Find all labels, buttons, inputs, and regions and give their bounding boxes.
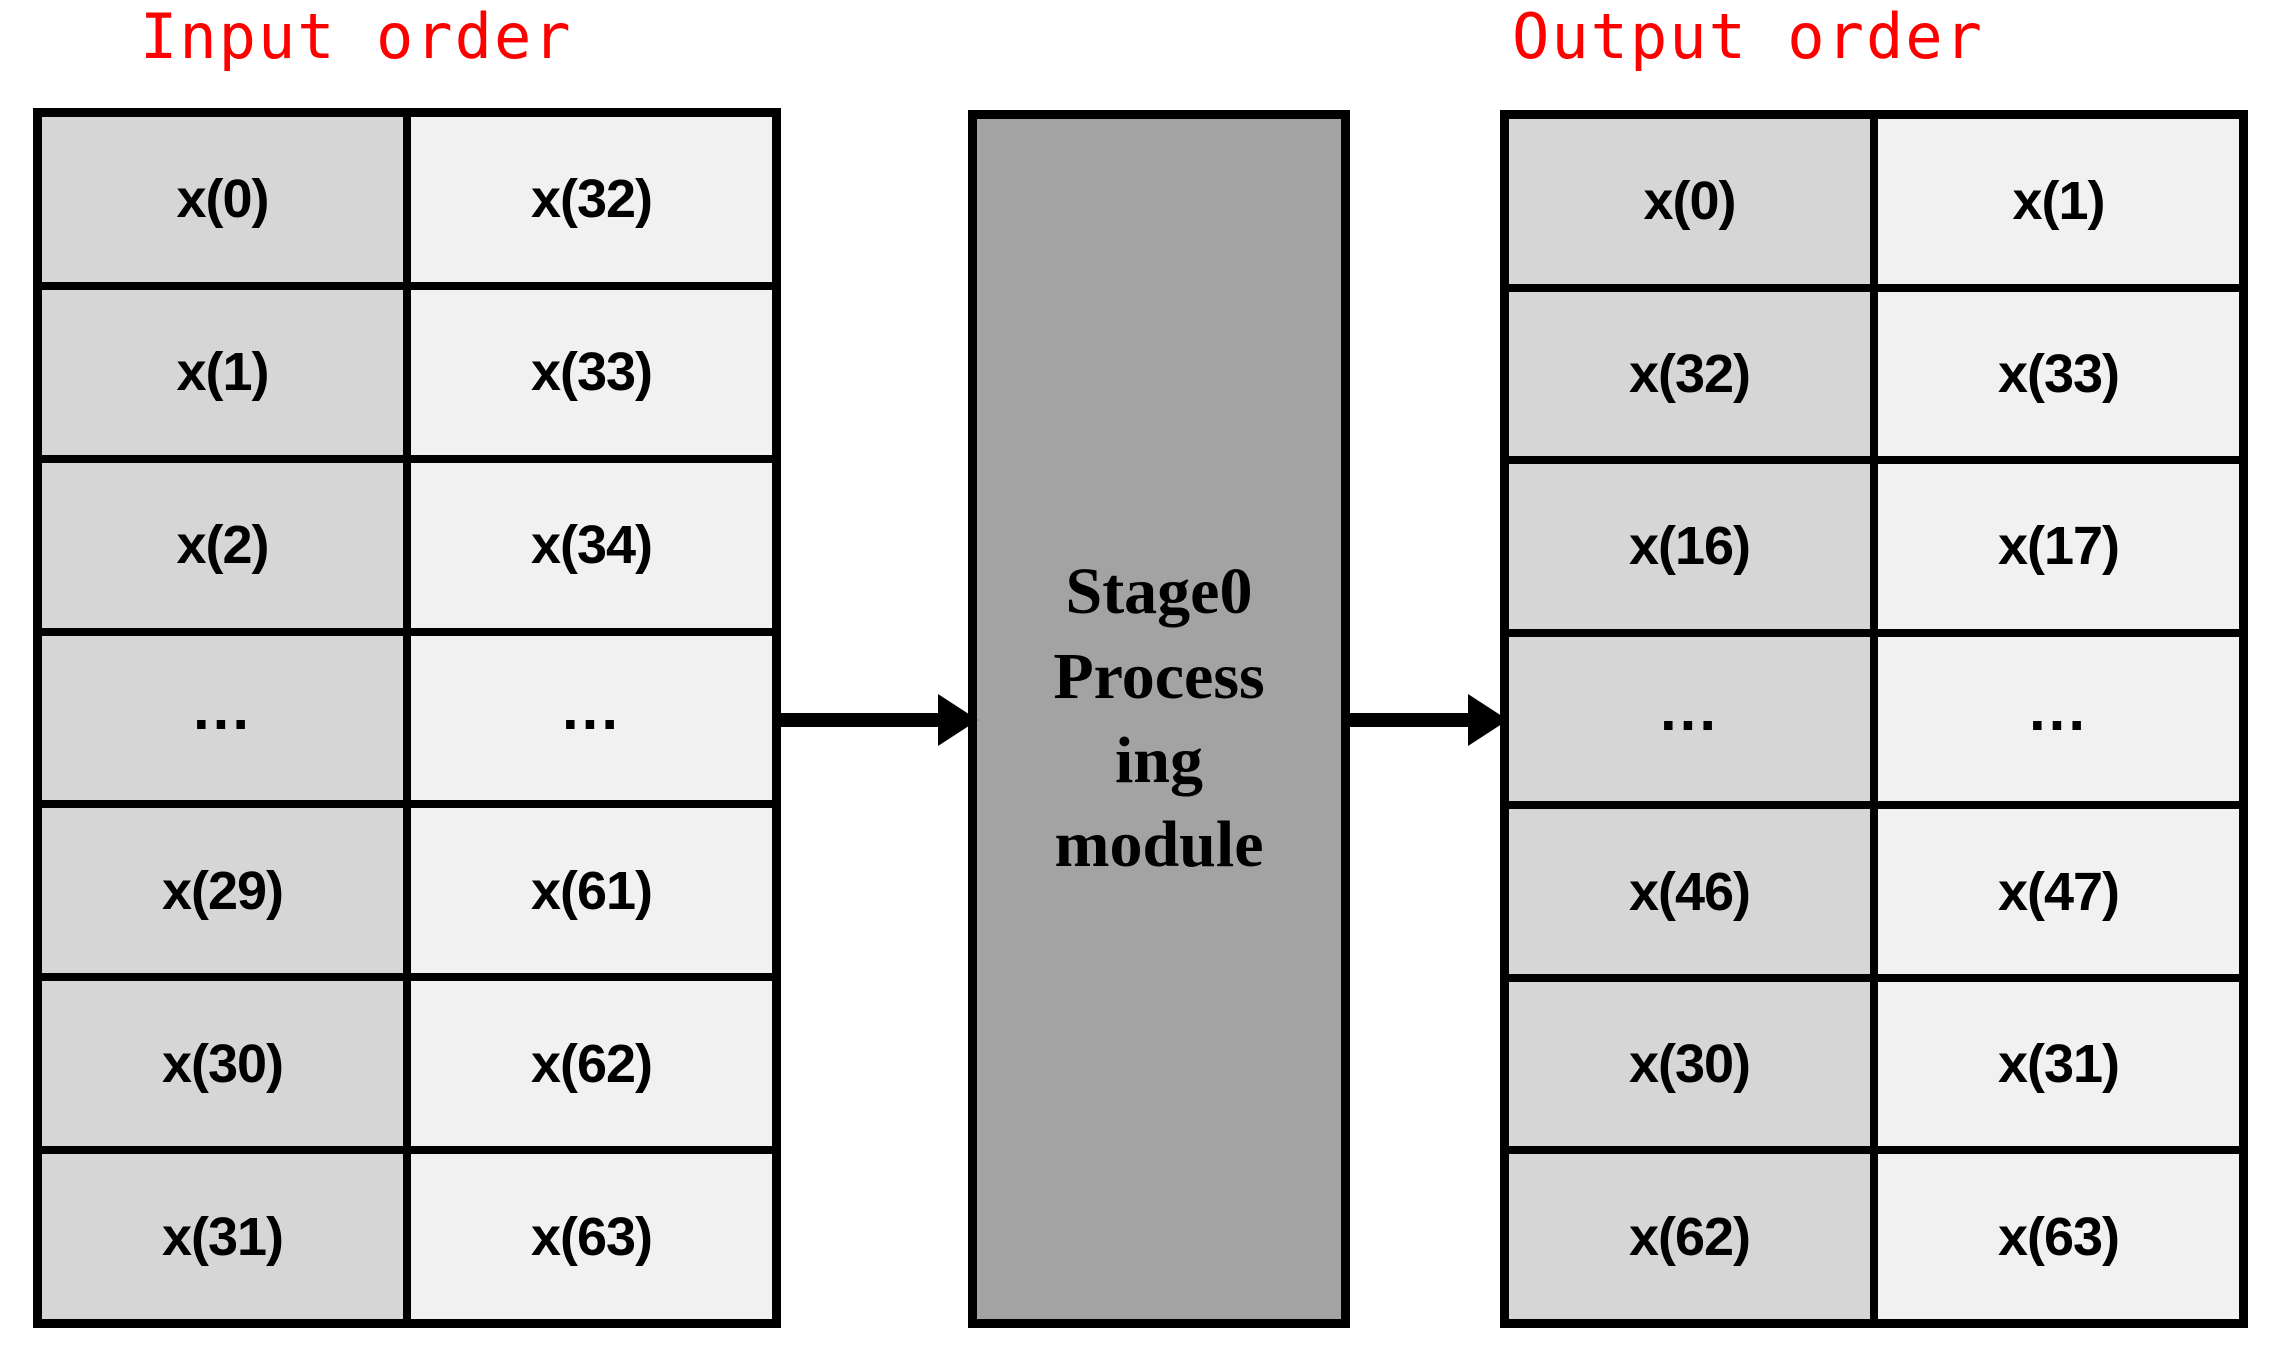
output-order-cell: x(30) xyxy=(1509,981,1870,1147)
input-order-cell: ... xyxy=(411,635,772,801)
stage0-processing-module[interactable]: Stage0 Process ing module xyxy=(968,110,1350,1328)
input-order-cell: x(30) xyxy=(42,981,403,1147)
output-order-cell: ... xyxy=(1878,636,2239,802)
output-order-row: x(0)x(1) xyxy=(1509,119,2239,284)
stage0-processing-module-label: Stage0 Process ing module xyxy=(1053,555,1265,882)
output-order-cell: x(47) xyxy=(1878,809,2239,974)
input-order-cell: x(29) xyxy=(42,808,403,974)
output-order-cell: x(46) xyxy=(1509,809,1870,974)
module-to-output-arrow xyxy=(1346,694,1508,746)
input-order-cell: x(63) xyxy=(411,1154,772,1320)
output-order-cell: x(17) xyxy=(1878,464,2239,629)
input-order-row: x(2)x(34) xyxy=(42,462,772,628)
input-order-row: ...... xyxy=(42,635,772,801)
output-order-row: x(30)x(31) xyxy=(1509,981,2239,1147)
input-order-cell: x(2) xyxy=(42,462,403,628)
input-order-table: x(0)x(32)x(1)x(33)x(2)x(34)......x(29)x(… xyxy=(33,108,781,1328)
output-order-cell: x(33) xyxy=(1878,291,2239,457)
output-order-cell: x(32) xyxy=(1509,291,1870,457)
output-order-cell: x(63) xyxy=(1878,1154,2239,1320)
input-order-cell: x(62) xyxy=(411,981,772,1147)
input-order-row: x(31)x(63) xyxy=(42,1154,772,1320)
output-order-cell: x(62) xyxy=(1509,1154,1870,1320)
output-order-cell: x(1) xyxy=(1878,119,2239,284)
output-order-cell: x(16) xyxy=(1509,464,1870,629)
input-order-cell: ... xyxy=(42,635,403,801)
input-order-row: x(0)x(32) xyxy=(42,117,772,282)
input-order-cell: x(0) xyxy=(42,117,403,282)
input-to-module-arrow xyxy=(778,694,978,746)
output-order-cell: x(31) xyxy=(1878,981,2239,1147)
output-order-cell: x(0) xyxy=(1509,119,1870,284)
input-order-cell: x(33) xyxy=(411,289,772,455)
input-order-row: x(30)x(62) xyxy=(42,981,772,1147)
input-order-cell: x(32) xyxy=(411,117,772,282)
output-order-row: x(32)x(33) xyxy=(1509,291,2239,457)
input-order-title: Input order xyxy=(140,0,573,73)
output-order-title: Output order xyxy=(1512,0,1984,73)
input-order-cell: x(61) xyxy=(411,808,772,974)
output-order-cell: ... xyxy=(1509,636,1870,802)
output-order-row: x(16)x(17) xyxy=(1509,464,2239,629)
input-order-row: x(29)x(61) xyxy=(42,808,772,974)
input-order-cell: x(34) xyxy=(411,462,772,628)
output-order-table: x(0)x(1)x(32)x(33)x(16)x(17)......x(46)x… xyxy=(1500,110,2248,1328)
output-order-row: ...... xyxy=(1509,636,2239,802)
input-order-row: x(1)x(33) xyxy=(42,289,772,455)
input-order-cell: x(31) xyxy=(42,1154,403,1320)
output-order-row: x(62)x(63) xyxy=(1509,1154,2239,1320)
input-order-cell: x(1) xyxy=(42,289,403,455)
output-order-row: x(46)x(47) xyxy=(1509,809,2239,974)
